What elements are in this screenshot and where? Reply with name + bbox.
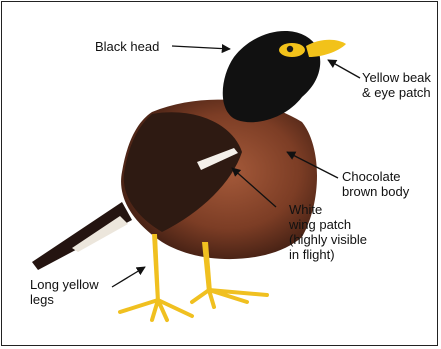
bird-head [223,31,321,122]
diagram-frame: Black head Yellow beak & eye patch Choco… [1,1,438,346]
label-chocolate-body: Chocolate brown body [342,169,409,199]
pointer-beak [328,60,360,78]
bird-leg-left [152,234,160,302]
bird-foot-left [120,300,192,320]
label-white-wing-patch: White wing patch (highly visible in flig… [289,202,367,262]
pointer-legs [112,267,145,287]
label-yellow-beak: Yellow beak & eye patch [362,70,431,100]
label-long-yellow-legs: Long yellow legs [30,277,99,307]
bird-tail [32,202,132,270]
bird-foot-right [192,290,267,307]
pointer-head [172,46,230,49]
label-black-head: Black head [95,39,159,54]
